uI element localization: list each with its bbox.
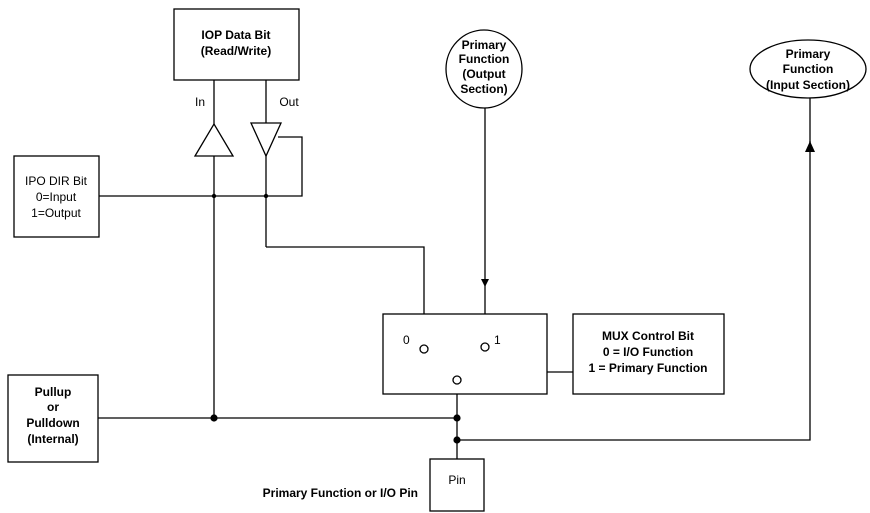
junction-dot	[211, 193, 217, 199]
in-buffer-label: In	[195, 95, 205, 109]
pin-label: Pin	[448, 473, 465, 487]
junction-dot	[453, 436, 461, 444]
out-buffer-label: Out	[279, 95, 299, 109]
primary-output-line2: Function	[459, 52, 510, 66]
pullup-pulldown-box	[7, 374, 99, 463]
primary-function-output-ellipse	[445, 29, 523, 109]
in-buffer-triangle	[193, 122, 235, 157]
primary-output-line1: Primary	[462, 38, 507, 52]
ipo-dir-bit-box	[13, 155, 100, 238]
primary-output-line3: (Output	[462, 67, 505, 81]
ipo-dir-bit-title: IPO DIR Bit	[25, 174, 88, 188]
mux-control-bit-box	[572, 313, 725, 395]
pin-box	[429, 458, 485, 512]
mux-control-bit-primary: 1 = Primary Function	[588, 361, 707, 375]
ipo-dir-bit-output: 1=Output	[31, 206, 81, 220]
mux-box	[382, 313, 548, 395]
junction-dot	[453, 414, 461, 422]
primary-input-line2: Function	[783, 62, 834, 76]
iop-data-bit-title: IOP Data Bit	[201, 28, 270, 42]
mux-input-0-contact	[419, 344, 429, 354]
pullup-line4: (Internal)	[27, 432, 78, 446]
mux-input-0-label: 0	[403, 333, 410, 347]
iop-data-bit-subtitle: (Read/Write)	[201, 44, 271, 58]
mux-control-bit-io: 0 = I/O Function	[603, 345, 693, 359]
out-buffer-enable-wire	[266, 136, 303, 197]
primary-input-line3: (Input Section)	[766, 78, 850, 92]
ipo-dir-bit-input: 0=Input	[36, 190, 77, 204]
mux-input-1-label: 1	[494, 333, 501, 347]
pin-caption: Primary Function or I/O Pin	[263, 486, 418, 500]
pullup-line3: Pulldown	[26, 416, 79, 430]
primary-input-arrow	[805, 141, 815, 152]
primary-function-input-ellipse	[749, 39, 867, 99]
iop-data-bit-box	[173, 8, 300, 81]
mux-input-1-contact	[480, 342, 490, 352]
primary-input-line1: Primary	[786, 47, 831, 61]
junction-dot	[263, 193, 269, 199]
pullup-line2: or	[47, 400, 59, 414]
primary-output-line4: Section)	[460, 82, 507, 96]
pin-to-primary-input-wire	[457, 141, 811, 441]
pullup-line1: Pullup	[35, 385, 72, 399]
out-buffer-triangle	[249, 122, 283, 158]
mux-common-contact	[452, 375, 462, 385]
mux-control-bit-title: MUX Control Bit	[602, 329, 694, 343]
junction-dot	[210, 414, 218, 422]
out-to-mux0-wire	[266, 246, 425, 345]
